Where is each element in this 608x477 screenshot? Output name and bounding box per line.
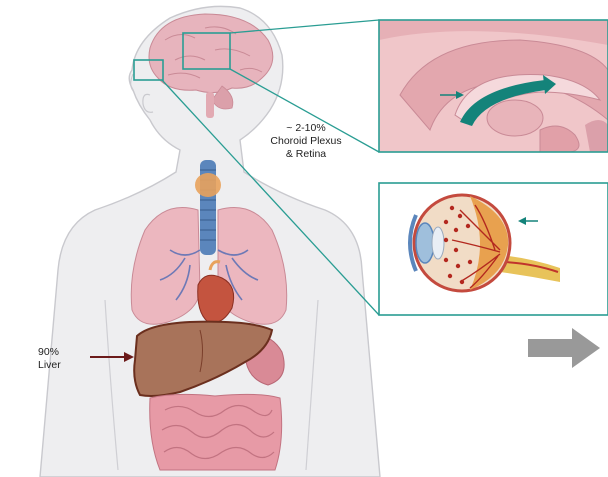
choroid-percent-text: ~ 2-10% [256, 122, 356, 135]
eye-zoom-panel [379, 183, 608, 315]
retina-text: & Retina [256, 148, 356, 161]
liver-label: 90% Liver [38, 346, 88, 372]
liver-percent-text: 90% [38, 346, 88, 359]
right-arrow-icon [528, 328, 600, 368]
choroid-plexus-retina-label: ~ 2-10% Choroid Plexus & Retina [256, 122, 356, 161]
choroid-plexus-text: Choroid Plexus [256, 135, 356, 148]
brain-zoom-panel [379, 20, 608, 152]
liver-text: Liver [38, 359, 88, 372]
intestines [150, 394, 282, 470]
